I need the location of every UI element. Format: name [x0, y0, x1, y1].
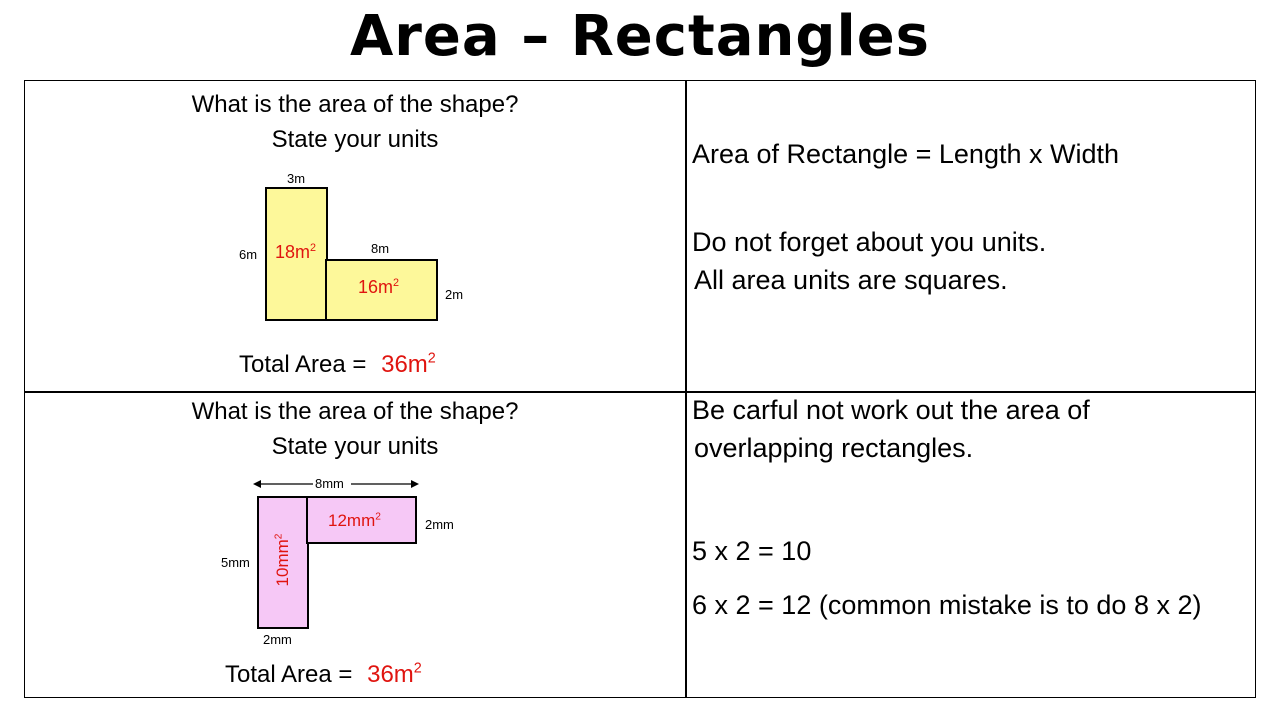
q1-total-label: Total Area = — [239, 351, 367, 378]
q1-tall-rectangle — [265, 187, 328, 321]
q1-total: Total Area = 36m2 — [239, 351, 436, 379]
units-note-1: Do not forget about you units. — [692, 227, 1047, 257]
q2-question: What is the area of the shape? — [191, 398, 519, 425]
q1-dim-mid: 8m — [371, 241, 390, 256]
q1-dim-top: 3m — [287, 171, 306, 186]
q1-area-b: 16m2 — [358, 276, 400, 297]
q2-total: Total Area = 36m2 — [225, 661, 422, 689]
row-divider — [25, 391, 1255, 393]
q2-dim-left: 5mm — [221, 555, 250, 570]
q2-area-a: 12mm2 — [328, 511, 381, 530]
q1-total-value: 36m2 — [381, 350, 436, 378]
column-divider — [685, 81, 687, 697]
q2-area-b: 10mm2 — [273, 533, 292, 587]
q2-instruction: State your units — [271, 433, 439, 460]
worksheet-grid: What is the area of the shape? State you… — [24, 80, 1256, 698]
q2-dim-right: 2mm — [425, 517, 454, 532]
q2-total-value: 36m2 — [367, 660, 422, 688]
formula-note: Area of Rectangle = Length x Width — [692, 139, 1120, 169]
q1-dim-left: 6m — [239, 247, 258, 262]
q1-question: What is the area of the shape? — [191, 91, 519, 118]
q2-dim-bottom: 2mm — [263, 632, 292, 647]
q2-total-label: Total Area = — [225, 661, 353, 688]
q1-instruction: State your units — [271, 126, 439, 153]
q2-dim-top: 8mm — [315, 476, 344, 491]
q2-tall-rectangle — [257, 496, 309, 629]
overlap-note-1: Be carful not work out the area of — [692, 395, 1090, 425]
q2-width-arrow — [253, 480, 419, 488]
calc-line-2: 6 x 2 = 12 (common mistake is to do 8 x … — [692, 590, 1202, 620]
calc-line-1: 5 x 2 = 10 — [692, 536, 812, 566]
q1-dim-right: 2m — [445, 287, 464, 302]
q2-wide-rectangle — [306, 496, 417, 544]
overlap-note-2: overlapping rectangles. — [694, 433, 974, 463]
q1-area-a: 18m2 — [275, 241, 317, 262]
units-note-2: All area units are squares. — [694, 265, 1008, 295]
q1-wide-rectangle — [325, 259, 438, 321]
page-title: Area – Rectangles — [349, 4, 931, 69]
